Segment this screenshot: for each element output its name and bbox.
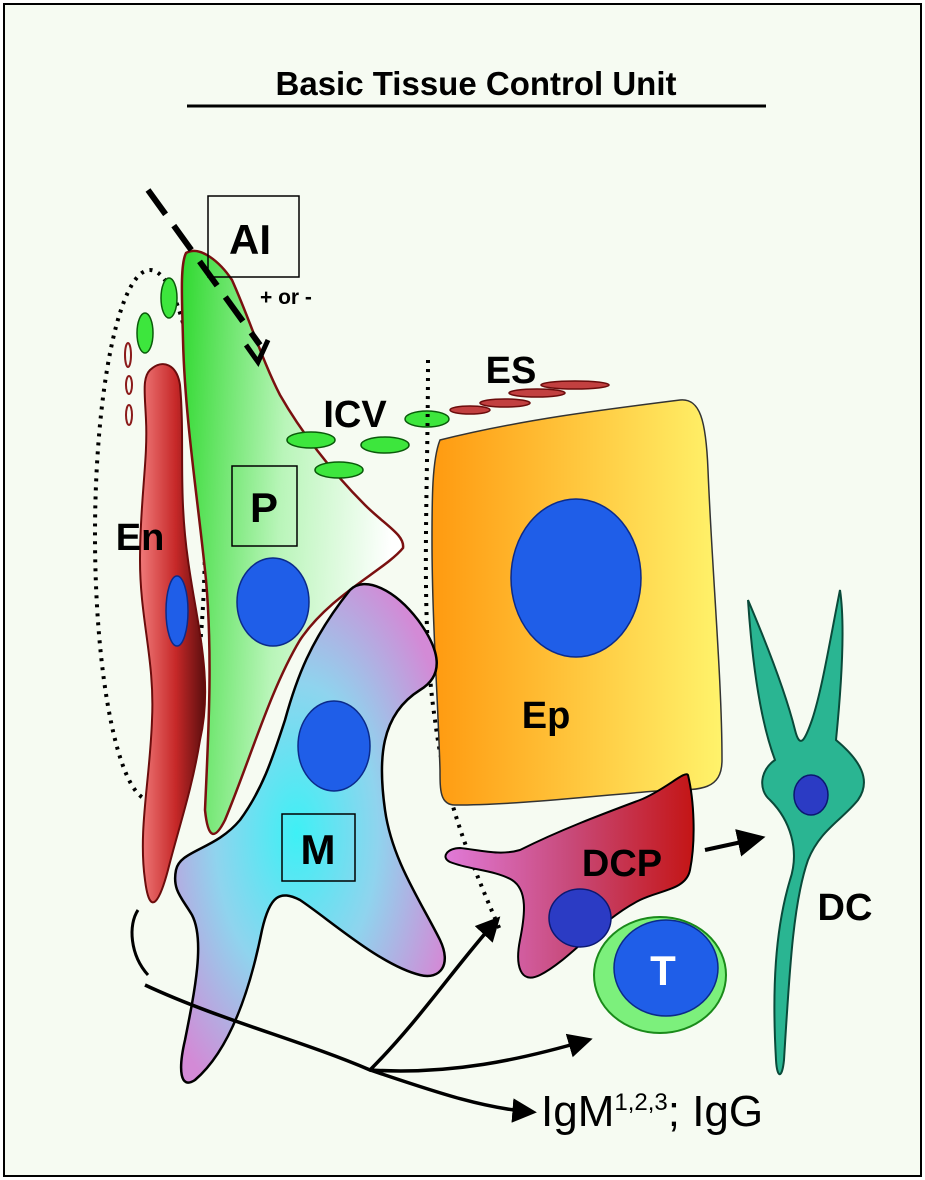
label-en: En [116,517,165,559]
dcp-nucleus [549,889,611,947]
pericyte-nucleus [237,558,309,646]
label-igg: ; IgG [668,1087,763,1136]
label-plus-or-minus: + or - [260,286,312,309]
label-igm: IgM [541,1087,614,1136]
red-streaks-left [125,343,132,425]
label-ai: AI [229,216,271,263]
label-m: M [301,826,336,873]
label-ep: Ep [522,695,571,737]
label-p: P [250,484,278,531]
label-dc: DC [818,887,873,929]
arrow-dcp-to-dc [705,838,760,850]
epithelial-nucleus [511,499,641,657]
dc-nucleus [794,775,828,815]
label-es: ES [486,350,537,392]
endothelial-nucleus [166,576,188,646]
label-antibodies: IgM1,2,3; IgG [541,1087,763,1136]
arrow-to-antibodies [370,1070,532,1112]
arc-bottom-left [132,910,148,975]
label-icv: ICV [323,394,387,436]
label-igm-superscript: 1,2,3 [614,1089,667,1116]
label-dcp: DCP [582,843,662,885]
label-t: T [650,947,676,994]
arrow-to-t-cell [370,1040,588,1071]
dendritic-cell [748,590,864,1074]
macrophage-nucleus [298,701,370,791]
diagram-title: Basic Tissue Control Unit [276,65,677,102]
green-vesicles-left [137,278,177,353]
